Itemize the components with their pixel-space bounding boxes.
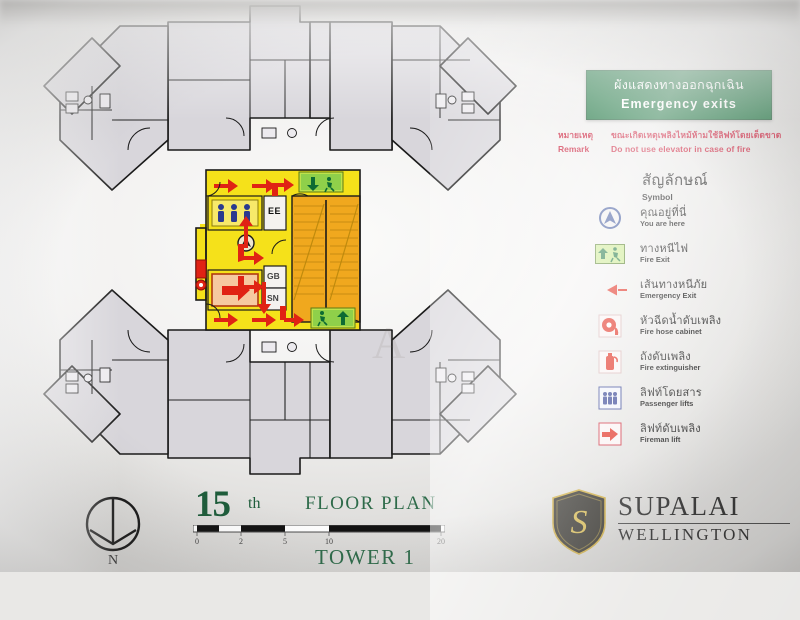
legend-thai: เส้นทางหนีภัย (640, 278, 708, 291)
legend-list: คุณอยู่ที่นี่ You are here (590, 202, 800, 454)
fire-exit-sign-icon (590, 244, 630, 264)
legend-english: Passenger lifts (640, 399, 694, 409)
legend-panel: ผังแสดงทางออกฉุกเฉิน Emergency exits หมา… (556, 60, 800, 446)
legend-thai: ลิฟท์ดับเพลิง (640, 422, 701, 435)
fireman-lift-icon (590, 422, 630, 446)
legend-item-fire-hose-cabinet: หัวฉีดน้ำดับเพลิง Fire hose cabinet (590, 310, 800, 342)
fire-exit-sign-top (298, 171, 344, 193)
legend-english: Fireman lift (640, 435, 681, 445)
north-arrow: N (78, 492, 148, 568)
title-block: 15 th FLOOR PLAN 0 2 5 10 (185, 484, 455, 572)
logo-brand: SUPALAI (618, 491, 741, 521)
legend-item-you-are-here: คุณอยู่ที่นี่ You are here (590, 202, 800, 234)
scale-tick: 0 (195, 537, 199, 545)
room-label-gb: GB (267, 271, 280, 281)
remark-label-thai: หมายเหตุ (558, 130, 593, 140)
remark-block: หมายเหตุ ขณะเกิดเหตุเพลิงไหม้ห้ามใช้ลิฟท… (558, 128, 800, 154)
scale-tick: 20 (437, 537, 445, 545)
remark-text-thai: ขณะเกิดเหตุเพลิงไหม้ห้ามใช้ลิฟท์โดยเด็ดข… (611, 130, 782, 140)
scale-tick: 10 (325, 537, 333, 545)
emergency-route-arrow-icon (590, 283, 630, 297)
passenger-lift-icon-plan (211, 199, 259, 227)
symbol-title-thai: สัญลักษณ์ (642, 172, 708, 189)
fire-hose-cabinet-plan (195, 259, 207, 291)
legend-thai: หัวฉีดน้ำดับเพลิง (640, 314, 722, 327)
floor-number: 15 (195, 484, 231, 525)
legend-item-fireman-lift: ลิฟท์ดับเพลิง Fireman lift (590, 418, 800, 450)
remark-label-en: Remark (558, 144, 590, 154)
floor-ordinal: th (248, 495, 261, 512)
scale-tick: 5 (283, 537, 287, 545)
compass-label: N (108, 553, 118, 568)
legend-english: Emergency Exit (640, 291, 697, 301)
logo-monogram: S (571, 504, 588, 541)
legend-english: You are here (640, 219, 685, 229)
legend-english: Fire hose cabinet (640, 327, 702, 337)
legend-item-emergency-route: เส้นทางหนีภัย Emergency Exit (590, 274, 800, 306)
scale-tick: 2 (239, 537, 243, 545)
fire-exit-sign-bottom (310, 307, 356, 329)
floor-plan-text: FLOOR PLAN (305, 493, 437, 514)
legend-thai: คุณอยู่ที่นี่ (640, 206, 687, 219)
symbol-section-title: สัญลักษณ์ Symbol (642, 168, 708, 202)
you-are-here-icon (590, 206, 630, 230)
legend-item-fire-extinguisher: ถังดับเพลิง Fire extinguisher (590, 346, 800, 378)
remark-text-en: Do not use elevator in case of fire (611, 144, 751, 154)
header-english: Emergency exits (621, 96, 737, 111)
legend-thai: ถังดับเพลิง (640, 350, 691, 363)
room-label-ee: EE (268, 206, 282, 216)
tower-text: TOWER 1 (315, 545, 416, 569)
floor-plan-drawing: A (43, 5, 517, 475)
logo-divider (618, 523, 790, 524)
scale-bar: 0 2 5 10 20 (192, 524, 446, 546)
legend-thai: ทางหนีไฟ (640, 242, 689, 255)
room-label-sn: SN (267, 293, 279, 303)
legend-english: Fire Exit (640, 255, 670, 265)
escape-route-arrows (214, 178, 304, 327)
passenger-lift-icon (590, 386, 630, 410)
logo-project: WELLINGTON (618, 525, 753, 544)
fire-hose-cabinet-icon (590, 314, 630, 338)
legend-thai: ลิฟท์โดยสาร (640, 386, 702, 399)
fire-extinguisher-icon (590, 350, 630, 374)
emergency-exits-header: ผังแสดงทางออกฉุกเฉิน Emergency exits (586, 70, 772, 120)
fireman-lift-icon-plan (211, 273, 259, 307)
legend-item-fire-exit: ทางหนีไฟ Fire Exit (590, 238, 800, 270)
symbol-title-en: Symbol (642, 192, 673, 202)
header-thai: ผังแสดงทางออกฉุกเฉิน (614, 78, 744, 93)
legend-item-passenger-lifts: ลิฟท์โดยสาร Passenger lifts (590, 382, 800, 414)
shield-logo-icon: S (552, 489, 606, 555)
legend-english: Fire extinguisher (640, 363, 701, 373)
supalai-logo: S SUPALAI WELLINGTON (548, 487, 798, 565)
